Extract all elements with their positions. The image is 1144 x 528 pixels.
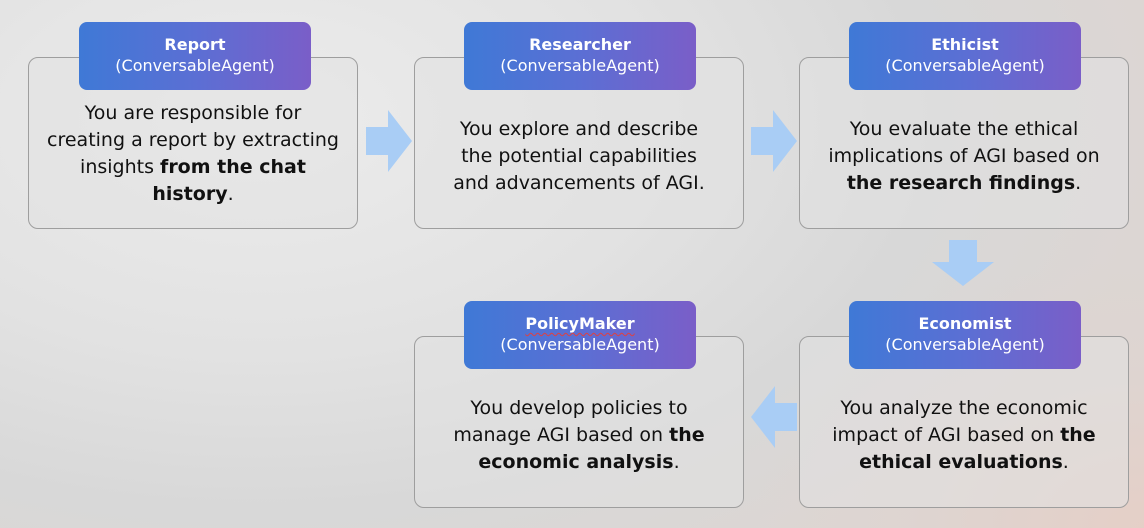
economist-agent-description: You analyze the economic impact of AGI b… <box>832 397 1096 473</box>
researcher-agent-type: (ConversableAgent) <box>500 56 660 75</box>
arrow-left-icon <box>751 386 797 448</box>
ethicist-agent-type: (ConversableAgent) <box>885 56 1045 75</box>
arrow-right-icon <box>751 110 797 172</box>
arrow-down-icon <box>932 240 994 286</box>
economist-agent-type: (ConversableAgent) <box>885 335 1045 354</box>
report-agent-type: (ConversableAgent) <box>115 56 275 75</box>
ethicist-agent-description: You evaluate the ethical implications of… <box>828 118 1100 194</box>
arrow-right-icon <box>366 110 412 172</box>
policymaker-agent-header: PolicyMaker (ConversableAgent) <box>464 301 696 369</box>
report-agent-header: Report (ConversableAgent) <box>79 22 311 90</box>
report-agent-description: You are responsible for creating a repor… <box>47 102 339 205</box>
researcher-agent-header: Researcher (ConversableAgent) <box>464 22 696 90</box>
report-agent-name: Report <box>164 35 226 54</box>
policymaker-agent-type: (ConversableAgent) <box>500 335 660 354</box>
researcher-agent-name: Researcher <box>529 35 631 54</box>
economist-agent-header: Economist (ConversableAgent) <box>849 301 1081 369</box>
ethicist-agent-header: Ethicist (ConversableAgent) <box>849 22 1081 90</box>
policymaker-agent-name: PolicyMaker <box>525 314 635 333</box>
researcher-agent-description: You explore and describe the potential c… <box>453 118 705 194</box>
ethicist-agent-name: Ethicist <box>931 35 999 54</box>
policymaker-agent-description: You develop policies to manage AGI based… <box>453 397 705 473</box>
economist-agent-name: Economist <box>918 314 1012 333</box>
